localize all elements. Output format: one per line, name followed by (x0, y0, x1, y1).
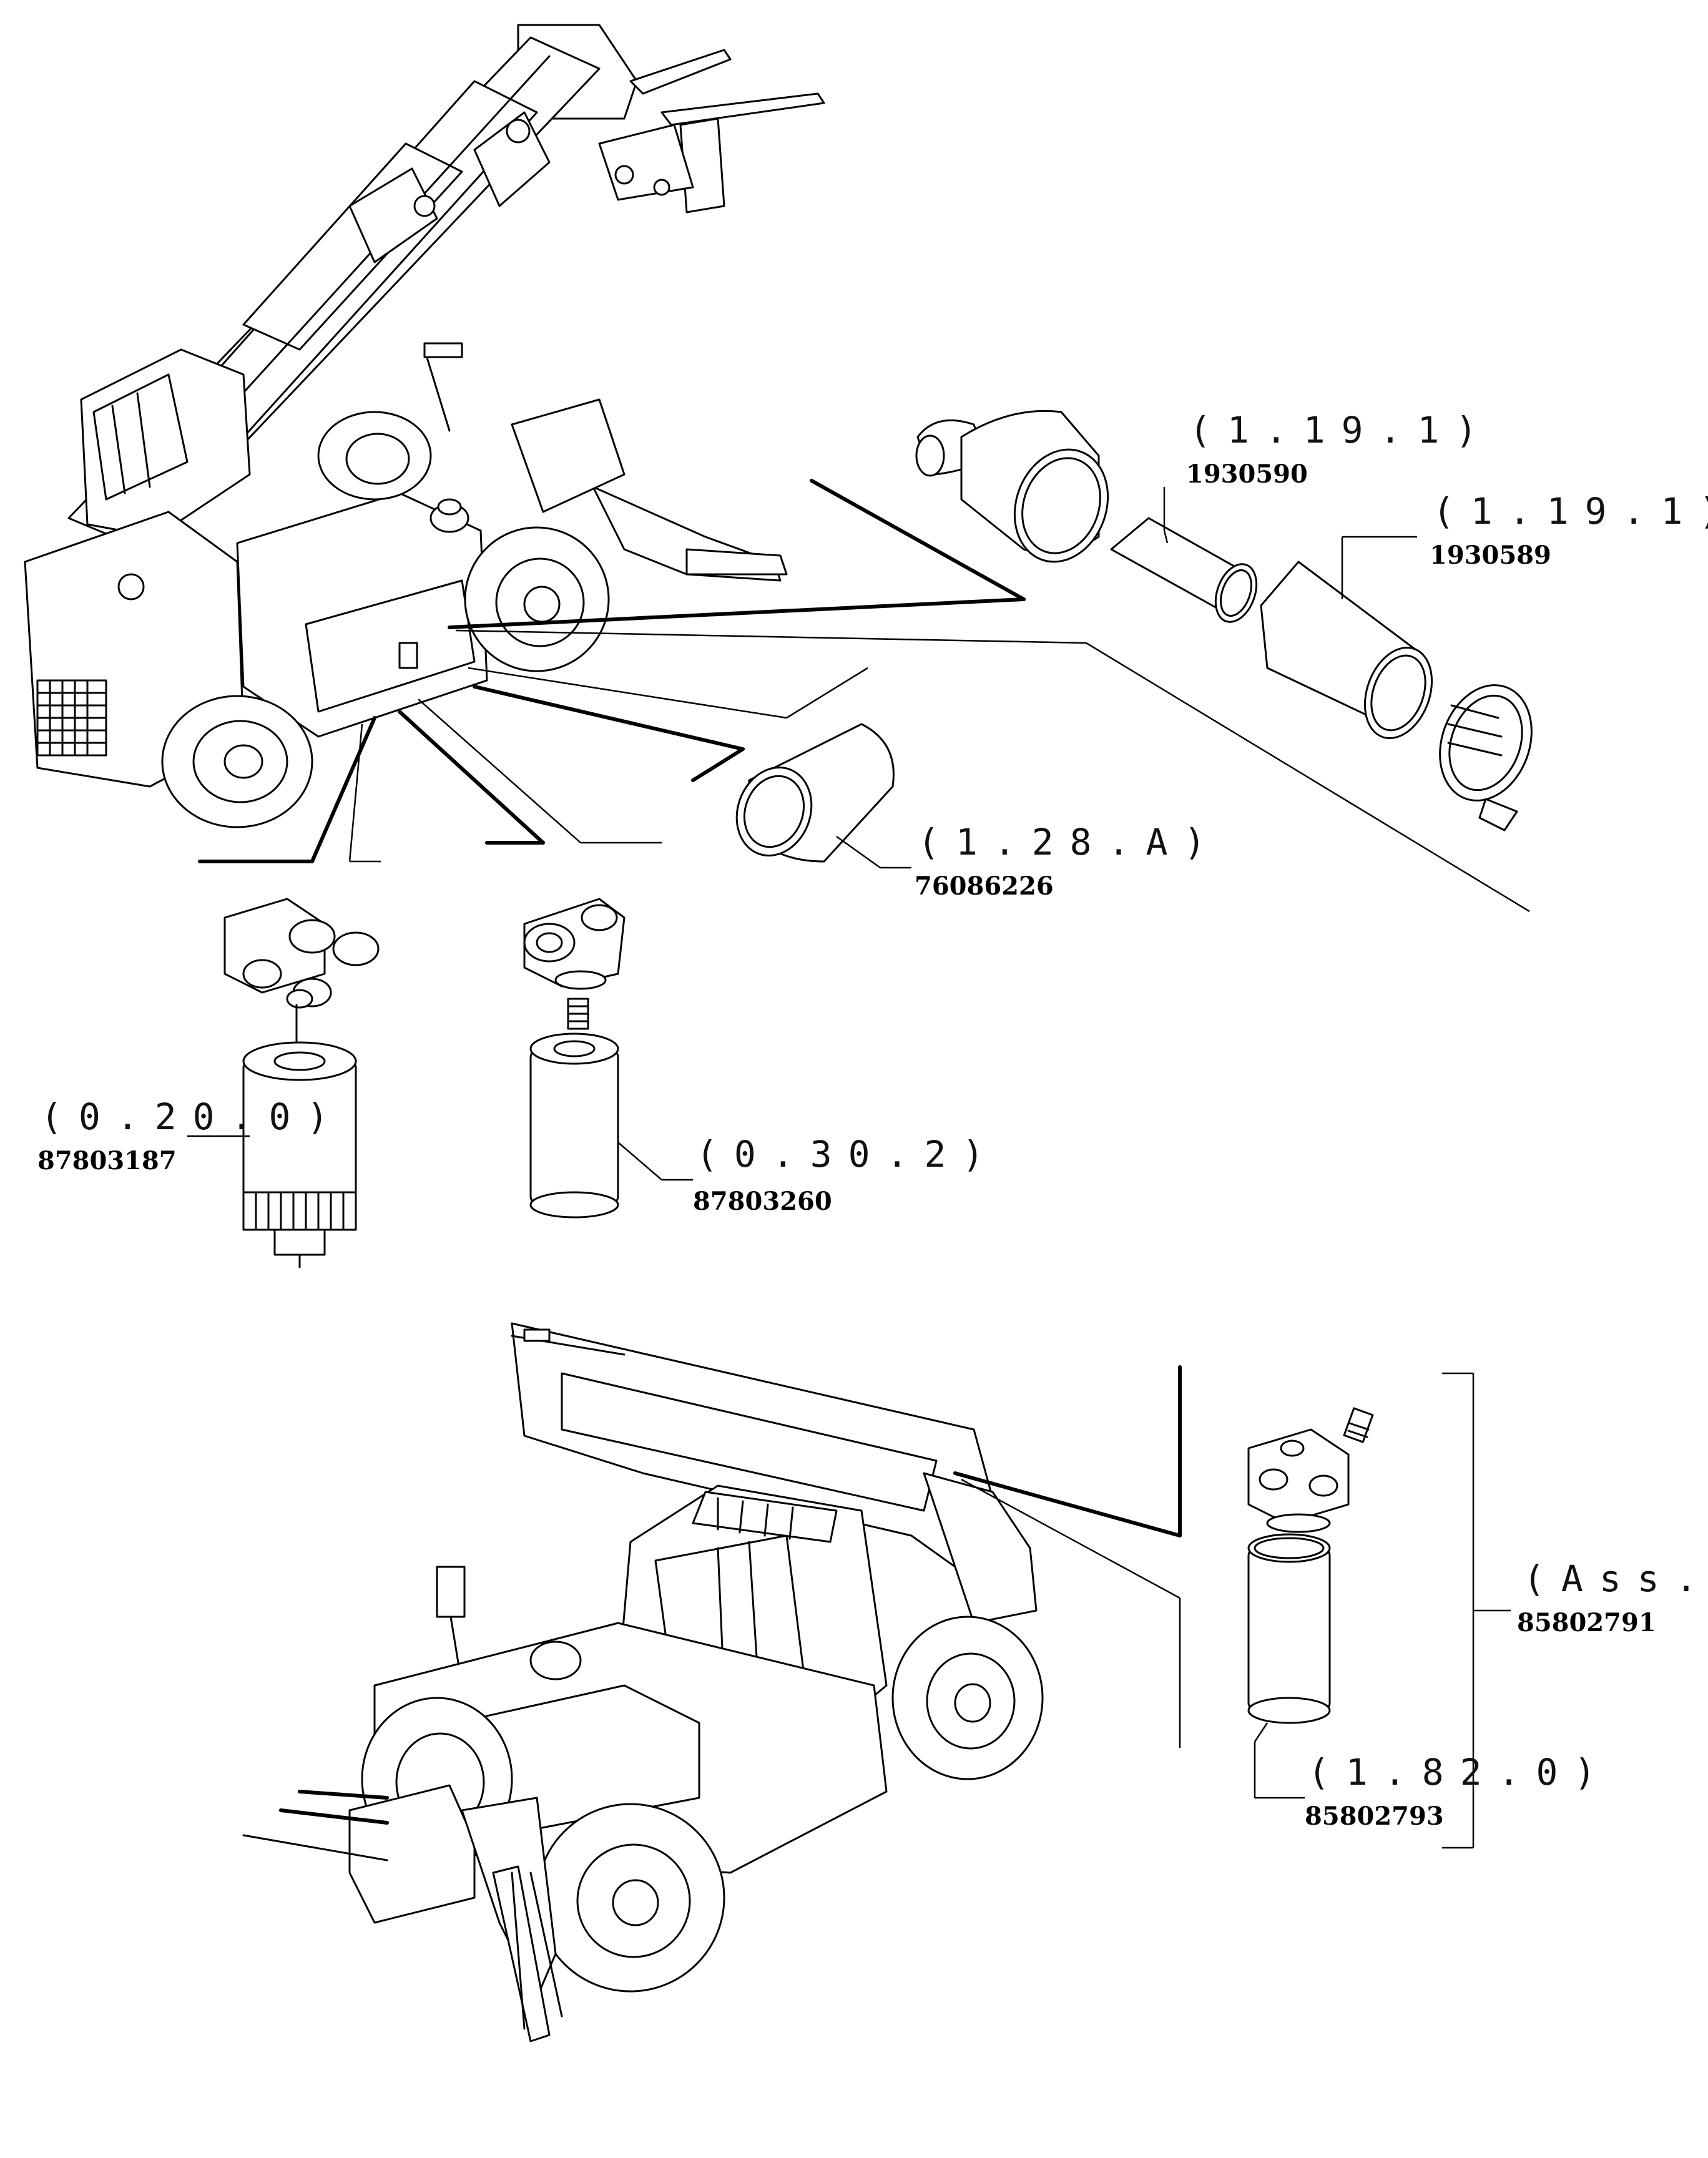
telehandler-rear-view (24, 24, 825, 828)
air-filter-secondary-icon (735, 723, 895, 863)
callout-ref-87803260: (0.30.2) (696, 1133, 1001, 1175)
oil-filter-assembly (523, 898, 626, 1219)
leader-lines (187, 479, 1530, 1849)
fuel-filter-assembly (223, 898, 380, 1268)
callout-ref-85802793: (1.82.0) (1308, 1751, 1612, 1793)
callout-part-87803260: 87803260 (693, 1187, 832, 1216)
callout-part-87803187: 87803187 (37, 1146, 177, 1175)
callout-part-1930590: 1930590 (1186, 459, 1308, 489)
callout-ref-76086226: (1.28.A) (918, 821, 1222, 863)
callout-part-85802793: 85802793 (1305, 1802, 1444, 1831)
callout-ref-1930590: (1.19.1) (1189, 409, 1494, 451)
callout-part-1930589: 1930589 (1430, 541, 1551, 570)
grille (36, 679, 107, 757)
callout-ref-85802791: (Ass. (1523, 1557, 1708, 1600)
callout-ref-1930589: (1.19.1) (1433, 490, 1708, 532)
air-filter-exploded (915, 410, 1533, 831)
telehandler-front-view (242, 1322, 1044, 2043)
callout-ref-87803187: (0.20.0) (41, 1096, 345, 1138)
hydraulic-filter-assembly (1247, 1407, 1374, 1724)
callout-part-85802791: 85802791 (1517, 1608, 1656, 1637)
callout-part-76086226: 76086226 (915, 871, 1054, 901)
